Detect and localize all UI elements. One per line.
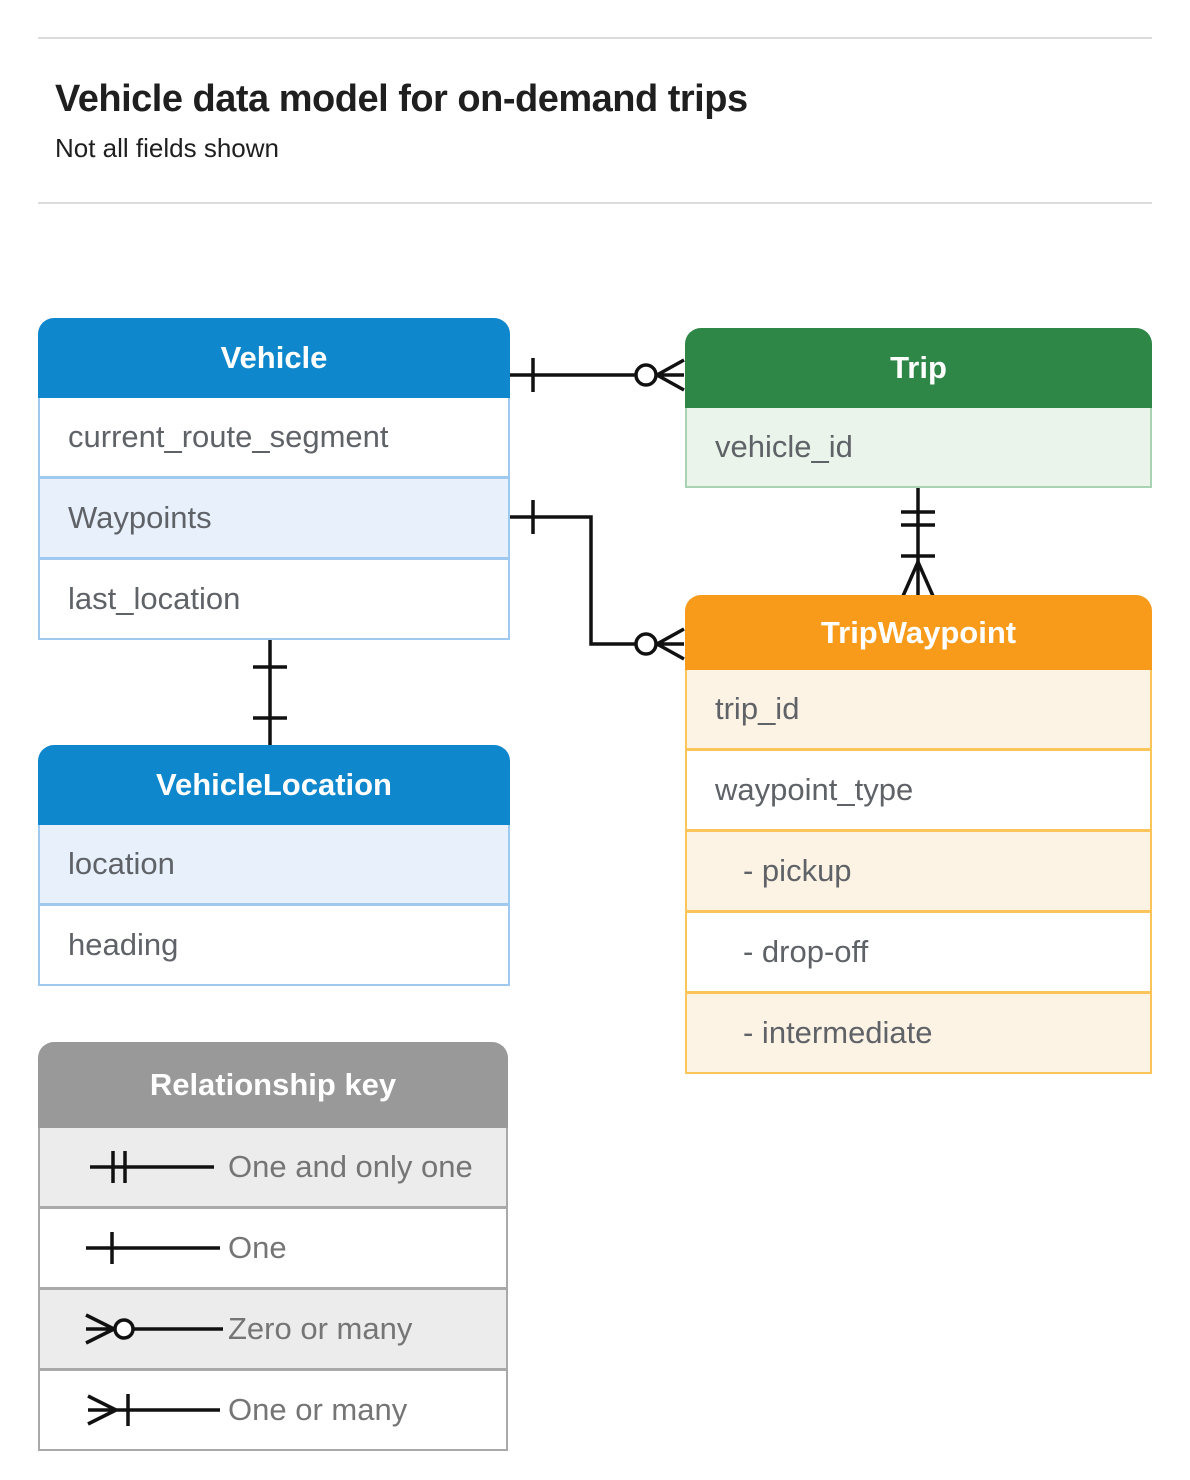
page-title: Vehicle data model for on-demand trips <box>55 78 748 120</box>
header-divider <box>38 202 1152 204</box>
field-waypoints: Waypoints <box>40 476 508 557</box>
field-waypoint-type-pickup: - pickup <box>687 829 1150 910</box>
entity-trip-title: Trip <box>685 328 1152 408</box>
connector-waypoints-tripwaypoint <box>510 500 685 661</box>
entity-tripwaypoint: TripWaypoint trip_id waypoint_type - pic… <box>685 595 1152 1074</box>
legend-item-one-and-only-one: One and only one <box>40 1128 506 1206</box>
relationship-key: Relationship key One and only one One <box>38 1042 508 1451</box>
field-vehicle-id: vehicle_id <box>687 408 1150 486</box>
entity-trip: Trip vehicle_id <box>685 328 1152 488</box>
entity-vehicle: Vehicle current_route_segment Waypoints … <box>38 318 510 640</box>
field-trip-id: trip_id <box>687 670 1150 748</box>
top-divider <box>38 37 1152 39</box>
one-and-only-one-symbol <box>90 1151 214 1183</box>
legend-label: One and only one <box>228 1149 473 1184</box>
entity-vehiclelocation: VehicleLocation location heading <box>38 745 510 986</box>
field-current-route-segment: current_route_segment <box>40 398 508 476</box>
entity-vehiclelocation-fields: location heading <box>38 825 510 986</box>
one-or-many-symbol <box>87 1394 220 1426</box>
connector-vehicle-trip <box>510 358 685 392</box>
relationship-key-title: Relationship key <box>38 1042 508 1128</box>
legend-label: One <box>228 1230 287 1265</box>
field-waypoint-type: waypoint_type <box>687 748 1150 829</box>
entity-vehicle-title: Vehicle <box>38 318 510 398</box>
field-heading: heading <box>40 903 508 984</box>
zero-or-many-symbol <box>85 1313 223 1345</box>
field-location: location <box>40 825 508 903</box>
field-waypoint-type-dropoff: - drop-off <box>687 910 1150 991</box>
entity-trip-fields: vehicle_id <box>685 408 1152 488</box>
legend-label: Zero or many <box>228 1311 413 1346</box>
legend-item-zero-or-many: Zero or many <box>40 1287 506 1368</box>
legend-item-one-or-many: One or many <box>40 1368 506 1449</box>
field-waypoint-type-intermediate: - intermediate <box>687 991 1150 1072</box>
entity-tripwaypoint-title: TripWaypoint <box>685 595 1152 670</box>
field-last-location: last_location <box>40 557 508 638</box>
legend-item-one: One <box>40 1206 506 1287</box>
connector-vehicle-vehiclelocation <box>253 635 287 745</box>
entity-tripwaypoint-fields: trip_id waypoint_type - pickup - drop-of… <box>685 670 1152 1074</box>
legend-label: One or many <box>228 1392 408 1427</box>
entity-vehicle-fields: current_route_segment Waypoints last_loc… <box>38 398 510 640</box>
entity-vehiclelocation-title: VehicleLocation <box>38 745 510 825</box>
one-symbol <box>86 1232 220 1264</box>
connector-trip-tripwaypoint <box>901 488 935 597</box>
relationship-key-rows: One and only one One Zero or many <box>38 1128 508 1451</box>
page-subtitle: Not all fields shown <box>55 133 279 163</box>
